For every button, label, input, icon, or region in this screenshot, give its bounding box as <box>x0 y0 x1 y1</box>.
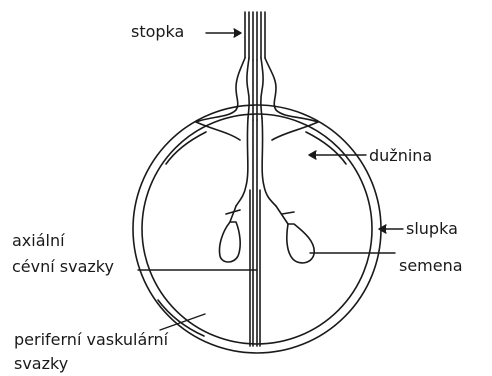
label-semena: semena <box>399 256 463 276</box>
label-axialni-line2: cévní svazky <box>12 257 114 277</box>
axial-vascular-bundles <box>236 118 276 346</box>
label-periferni-line2: svazky <box>14 354 68 374</box>
stalk <box>245 12 265 60</box>
label-axialni-line1: axiální <box>12 231 65 251</box>
label-stopka: stopka <box>131 22 184 42</box>
leader-lines <box>138 29 403 330</box>
label-duznina: dužnina <box>369 146 432 166</box>
seeds <box>219 206 314 263</box>
peripheral-vascular-bundles <box>158 132 346 336</box>
label-periferni-line1: periferní vaskulární <box>14 330 168 350</box>
seed-right <box>287 224 314 263</box>
seed-left <box>219 222 240 262</box>
label-slupka: slupka <box>406 219 458 239</box>
